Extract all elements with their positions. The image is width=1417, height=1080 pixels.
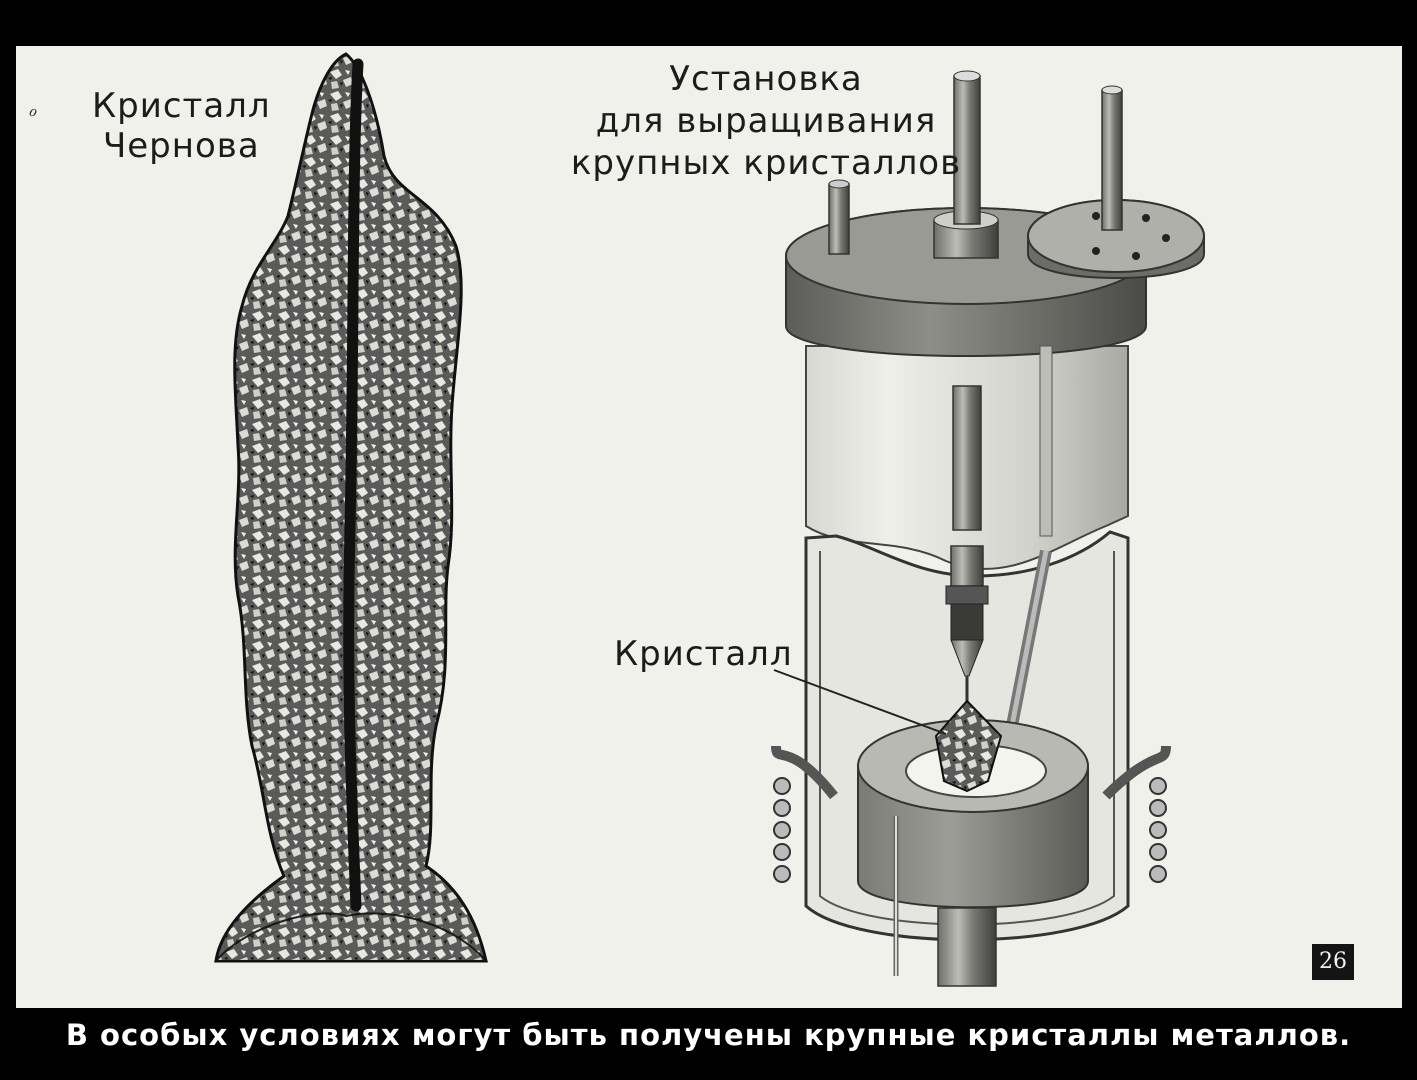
apparatus-title-line1: Установка (669, 59, 863, 99)
chernov-crystal-title: Кристалл Чернова (92, 86, 271, 166)
illustrations (213, 52, 1205, 987)
chernov-title-line2: Чернова (102, 126, 260, 166)
handwritten-mark: ℴ (28, 100, 37, 121)
page-number-badge: 26 (1312, 944, 1354, 980)
apparatus-title: Установка для выращивания крупных криста… (536, 58, 996, 184)
crystal-label: Кристалл (614, 634, 793, 674)
coil-right (1102, 745, 1171, 883)
slide-panel: ℴ Кристалл Чернова Установка для выращив… (16, 46, 1402, 1008)
crystal-leader-line (773, 669, 947, 735)
chernov-title-line1: Кристалл (92, 86, 271, 126)
coil-left (771, 745, 838, 883)
crystal-growth-apparatus-drawing (771, 70, 1205, 987)
apparatus-title-line2: для выращивания (595, 101, 937, 141)
slide-caption: В особых условиях могут быть получены кр… (65, 1018, 1352, 1052)
chernov-crystal-drawing (213, 52, 489, 963)
apparatus-title-line3: крупных кристаллов (570, 143, 962, 183)
